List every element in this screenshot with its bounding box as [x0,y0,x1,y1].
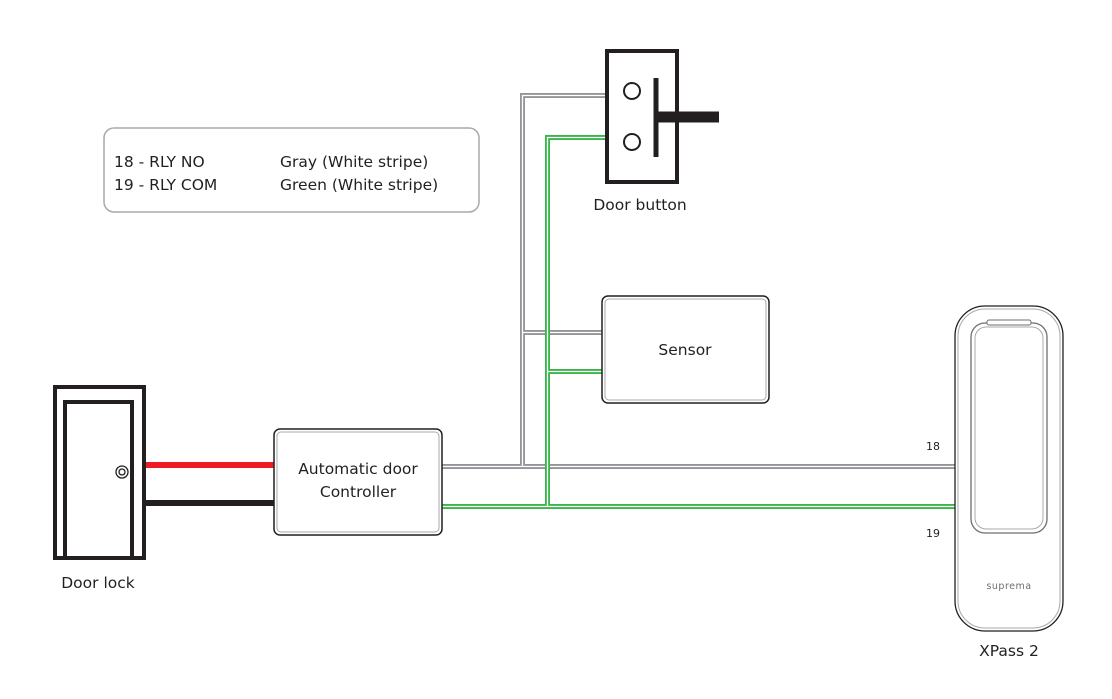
door-button: Door button [593,49,719,214]
wire-green-rly-com [441,135,955,509]
sensor: Sensor [601,295,770,404]
legend-box [103,127,480,213]
legend-wire-green: Green (White stripe) [280,176,438,194]
legend-terminal-19: 19 - RLY COM [114,176,217,194]
reader-window-inner [974,326,1044,530]
controller-box-outer [273,428,443,536]
door-lock: Door lock [53,385,146,592]
controller-label-line1: Automatic door [298,460,418,478]
reader-body-outer [954,305,1064,632]
reader-label: XPass 2 [979,642,1039,660]
wires [146,93,955,509]
sensor-box-outer [601,295,770,404]
door-button-label: Door button [593,196,686,214]
terminal-circle-icon [623,82,641,100]
sensor-box-inner [604,298,767,401]
door-lock-label: Door lock [61,574,135,592]
controller-label-line2: Controller [320,483,397,501]
legend-terminal-18: 18 - RLY NO [114,153,205,171]
pin-label-19: 19 [926,527,940,540]
legend-wire-gray: Gray (White stripe) [280,153,428,171]
controller-box-inner [276,431,440,533]
terminal-circle-icon [623,133,641,151]
door-knob-icon [115,465,129,479]
legend: 18 - RLY NO Gray (White stripe) 19 - RLY… [103,127,480,213]
pin-label-18: 18 [926,440,940,453]
xpass2-reader: suprema XPass 2 [954,305,1064,660]
automatic-door-controller: Automatic door Controller [273,428,443,536]
reader-body-inner [957,308,1061,629]
wire-gray-rly-no [441,93,955,469]
sensor-label: Sensor [658,341,712,359]
reader-brand-logo: suprema [986,581,1031,592]
reader-led-bar-icon [986,319,1032,326]
door-panel-icon [63,400,134,560]
